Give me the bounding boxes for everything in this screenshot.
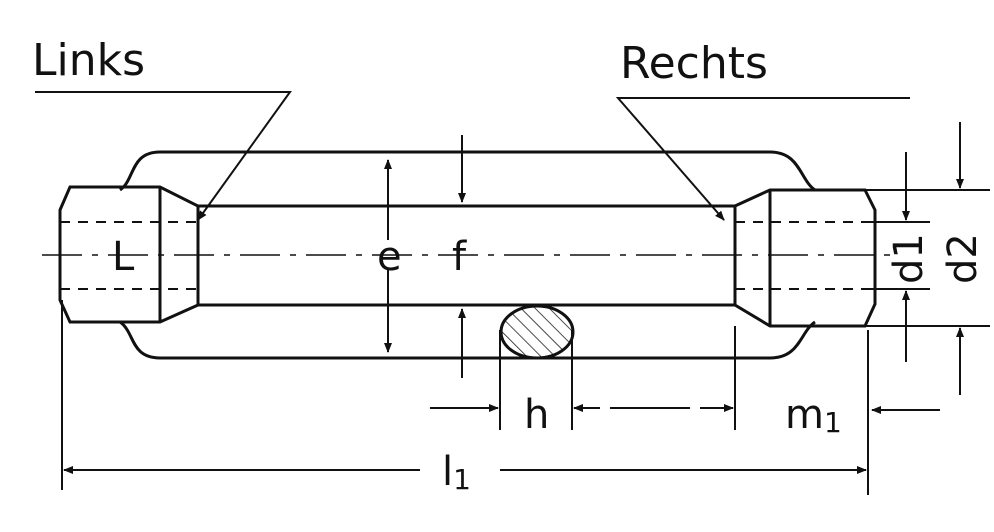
- label-m1: m1: [785, 392, 842, 439]
- label-d2: d2: [940, 233, 986, 284]
- label-rechts: Rechts: [620, 38, 768, 89]
- label-left-hand: L: [112, 234, 135, 280]
- label-f: f: [452, 234, 467, 280]
- bore-outline: [198, 204, 735, 307]
- dimension-d: [866, 122, 990, 395]
- cross-section: [499, 304, 575, 360]
- label-d1: d1: [886, 233, 932, 284]
- label-m: m: [785, 392, 824, 438]
- dimension-h: [430, 326, 736, 430]
- body-outline: [119, 150, 816, 360]
- label-l1: l1: [442, 449, 471, 496]
- dimension-m1: [867, 330, 940, 495]
- label-e: e: [377, 234, 402, 280]
- leaders: [35, 91, 910, 221]
- label-l-sub: 1: [453, 463, 471, 496]
- label-links: Links: [32, 35, 145, 86]
- right-end-nut: [733, 188, 877, 328]
- label-l: l: [442, 449, 453, 495]
- thread-lines: [60, 221, 870, 290]
- dimension-l1: [61, 300, 867, 490]
- label-m-sub: 1: [824, 406, 842, 439]
- label-h: h: [524, 392, 549, 438]
